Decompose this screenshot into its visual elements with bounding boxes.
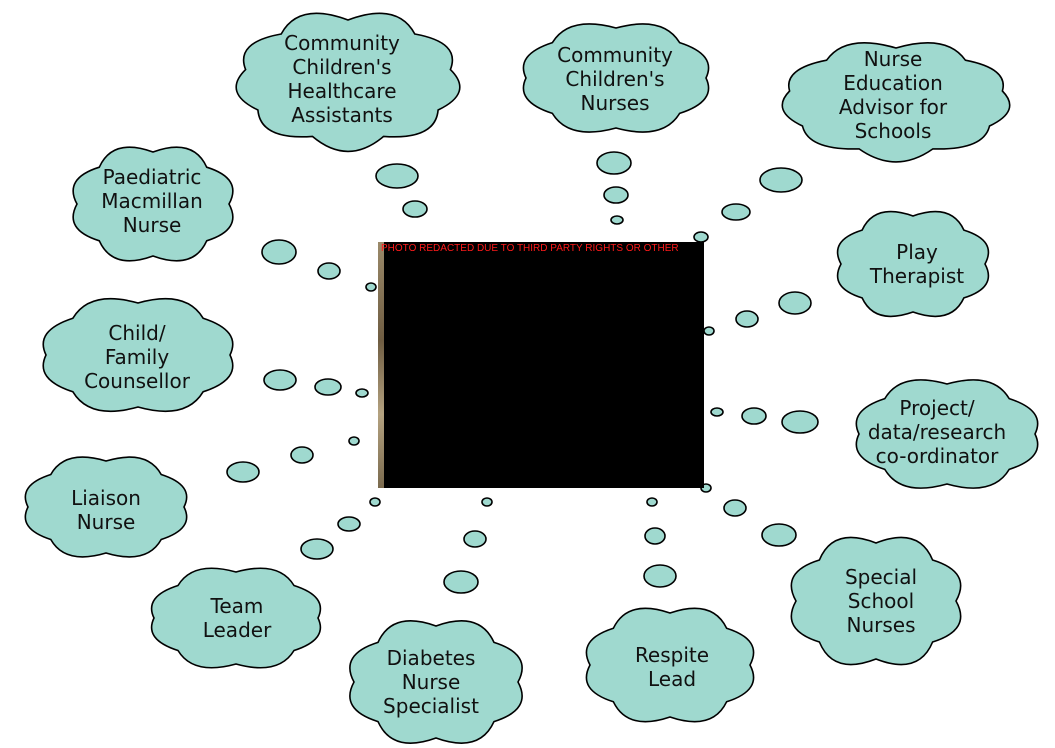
thought-bubble <box>610 215 624 225</box>
thought-bubble <box>644 527 666 545</box>
thought-bubble <box>735 310 759 328</box>
cloud-outline <box>235 12 461 153</box>
thought-bubble <box>463 530 487 548</box>
cloud-team-leader <box>150 567 322 669</box>
thought-bubble <box>365 282 377 292</box>
cloud-outline <box>24 456 188 558</box>
cloud-outline <box>150 567 322 669</box>
thought-bubble <box>402 200 428 218</box>
thought-bubble <box>263 369 297 391</box>
thought-bubble <box>781 410 819 434</box>
thought-bubble <box>300 538 334 560</box>
cloud-outline <box>836 210 990 318</box>
redacted-photo: PHOTO REDACTED DUE TO THIRD PARTY RIGHTS… <box>378 242 704 488</box>
thought-bubble <box>741 407 767 425</box>
thought-bubble <box>481 497 493 507</box>
cloud-outline <box>72 146 234 262</box>
thought-bubble <box>317 262 341 280</box>
thought-bubble <box>761 523 797 547</box>
cloud-outline <box>781 42 1011 163</box>
cloud-nurse-education-advisor <box>781 42 1011 163</box>
cloud-project-coordinator <box>855 379 1039 489</box>
thought-bubble <box>375 163 419 189</box>
thought-bubble <box>290 446 314 464</box>
cloud-outline <box>855 379 1039 489</box>
thought-bubble <box>226 461 260 483</box>
cloud-respite-lead <box>585 607 755 723</box>
cloud-outline <box>585 607 755 723</box>
thought-bubble <box>643 564 677 588</box>
thought-bubble <box>596 151 632 175</box>
thought-bubble <box>348 436 360 446</box>
photo-edge-strip <box>378 242 384 488</box>
thought-bubbles <box>226 151 819 594</box>
cloud-diabetes-nurse-specialist <box>349 620 523 744</box>
thought-bubble <box>314 378 342 396</box>
thought-bubble <box>693 231 709 243</box>
cloud-community-childrens-nurses <box>522 23 710 133</box>
thought-bubble <box>759 167 803 193</box>
thought-bubble <box>710 407 724 417</box>
thought-bubble <box>603 186 629 204</box>
cloud-community-healthcare-assistants <box>235 12 461 153</box>
cloud-child-family-counsellor <box>42 297 234 413</box>
thought-bubble <box>721 203 751 221</box>
thought-bubble <box>646 497 658 507</box>
thought-bubble <box>723 499 747 517</box>
cloud-special-school-nurses <box>790 536 962 666</box>
cloud-play-therapist <box>836 210 990 318</box>
thought-bubble <box>778 291 812 315</box>
thought-bubble <box>355 388 369 398</box>
cloud-outline <box>42 297 234 413</box>
thought-bubble <box>261 239 297 265</box>
cloud-outline <box>349 620 523 744</box>
photo-redaction-notice: PHOTO REDACTED DUE TO THIRD PARTY RIGHTS… <box>381 243 679 254</box>
thought-bubble <box>337 516 361 532</box>
cloud-outline <box>790 536 962 666</box>
cloud-paediatric-macmillan-nurse <box>72 146 234 262</box>
cloud-liaison-nurse <box>24 456 188 558</box>
cloud-outline <box>522 23 710 133</box>
thought-bubble <box>443 570 479 594</box>
thought-bubble <box>369 497 381 507</box>
thought-bubble <box>703 326 715 336</box>
